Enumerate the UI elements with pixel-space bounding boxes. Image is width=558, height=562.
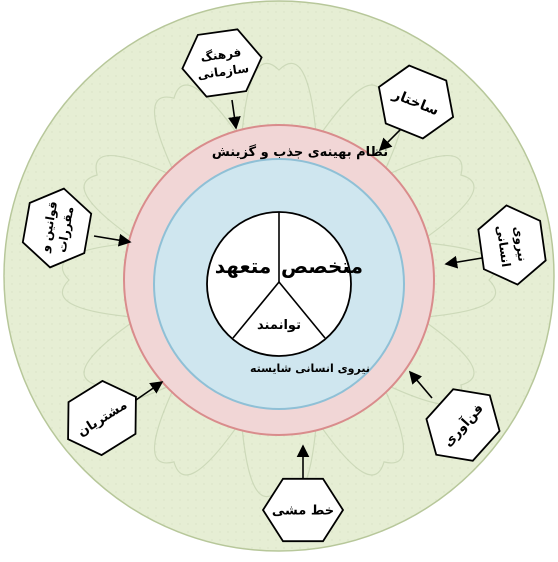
hexagon-shape [425,388,501,462]
factor-hexagon-structure: ساختار [377,64,455,140]
factor-arrow-technology [408,370,433,399]
ornament-petal [61,242,134,318]
ornament-petal [319,387,404,476]
hexagon-shape [67,379,137,457]
factor-label-policy-line1: خط مشی [272,504,334,519]
core-label-right: متخصص [281,254,363,278]
core-divider-right [278,281,326,339]
ornament-petal [154,84,239,173]
ornament-petal [241,62,317,135]
core-label-bottom: توانمند [257,318,301,333]
factor-arrow-laws [93,233,132,247]
core-divider-left [232,281,280,339]
factor-hexagon-technology: فن‌آوری [425,388,501,462]
ornament-petal [386,155,475,240]
factor-label-human-force-line2: انسانی [494,224,514,268]
ornament-petal [83,155,172,240]
ornament-petal [154,387,239,476]
factor-arrows [93,99,483,478]
hexagon-shape [261,477,345,543]
factor-arrow-human-force [444,255,483,269]
factor-label-culture-line1: فرهنگ [200,45,242,65]
core-label-left: متعهد [215,254,272,278]
hexagon-shape [477,204,547,286]
ornament-petal [424,242,497,318]
factor-hexagon-customers: مشتریان [67,379,137,457]
outer-ring-label: نظام بهینه‌ی جذب و گزینش [212,144,388,160]
hexagon-shape [181,28,263,98]
ornament-petal [386,320,475,405]
inner-ring-label: نیروی انسانی شایسته [250,362,370,375]
factor-label-human-force-line1: نیروی [510,225,530,262]
factor-arrow-customers [135,381,164,401]
hexagon-shape [21,187,93,269]
factor-hexagon-policy: خط مشی [261,477,345,543]
factor-arrow-culture [228,99,241,130]
hexagon-shape [377,64,455,140]
